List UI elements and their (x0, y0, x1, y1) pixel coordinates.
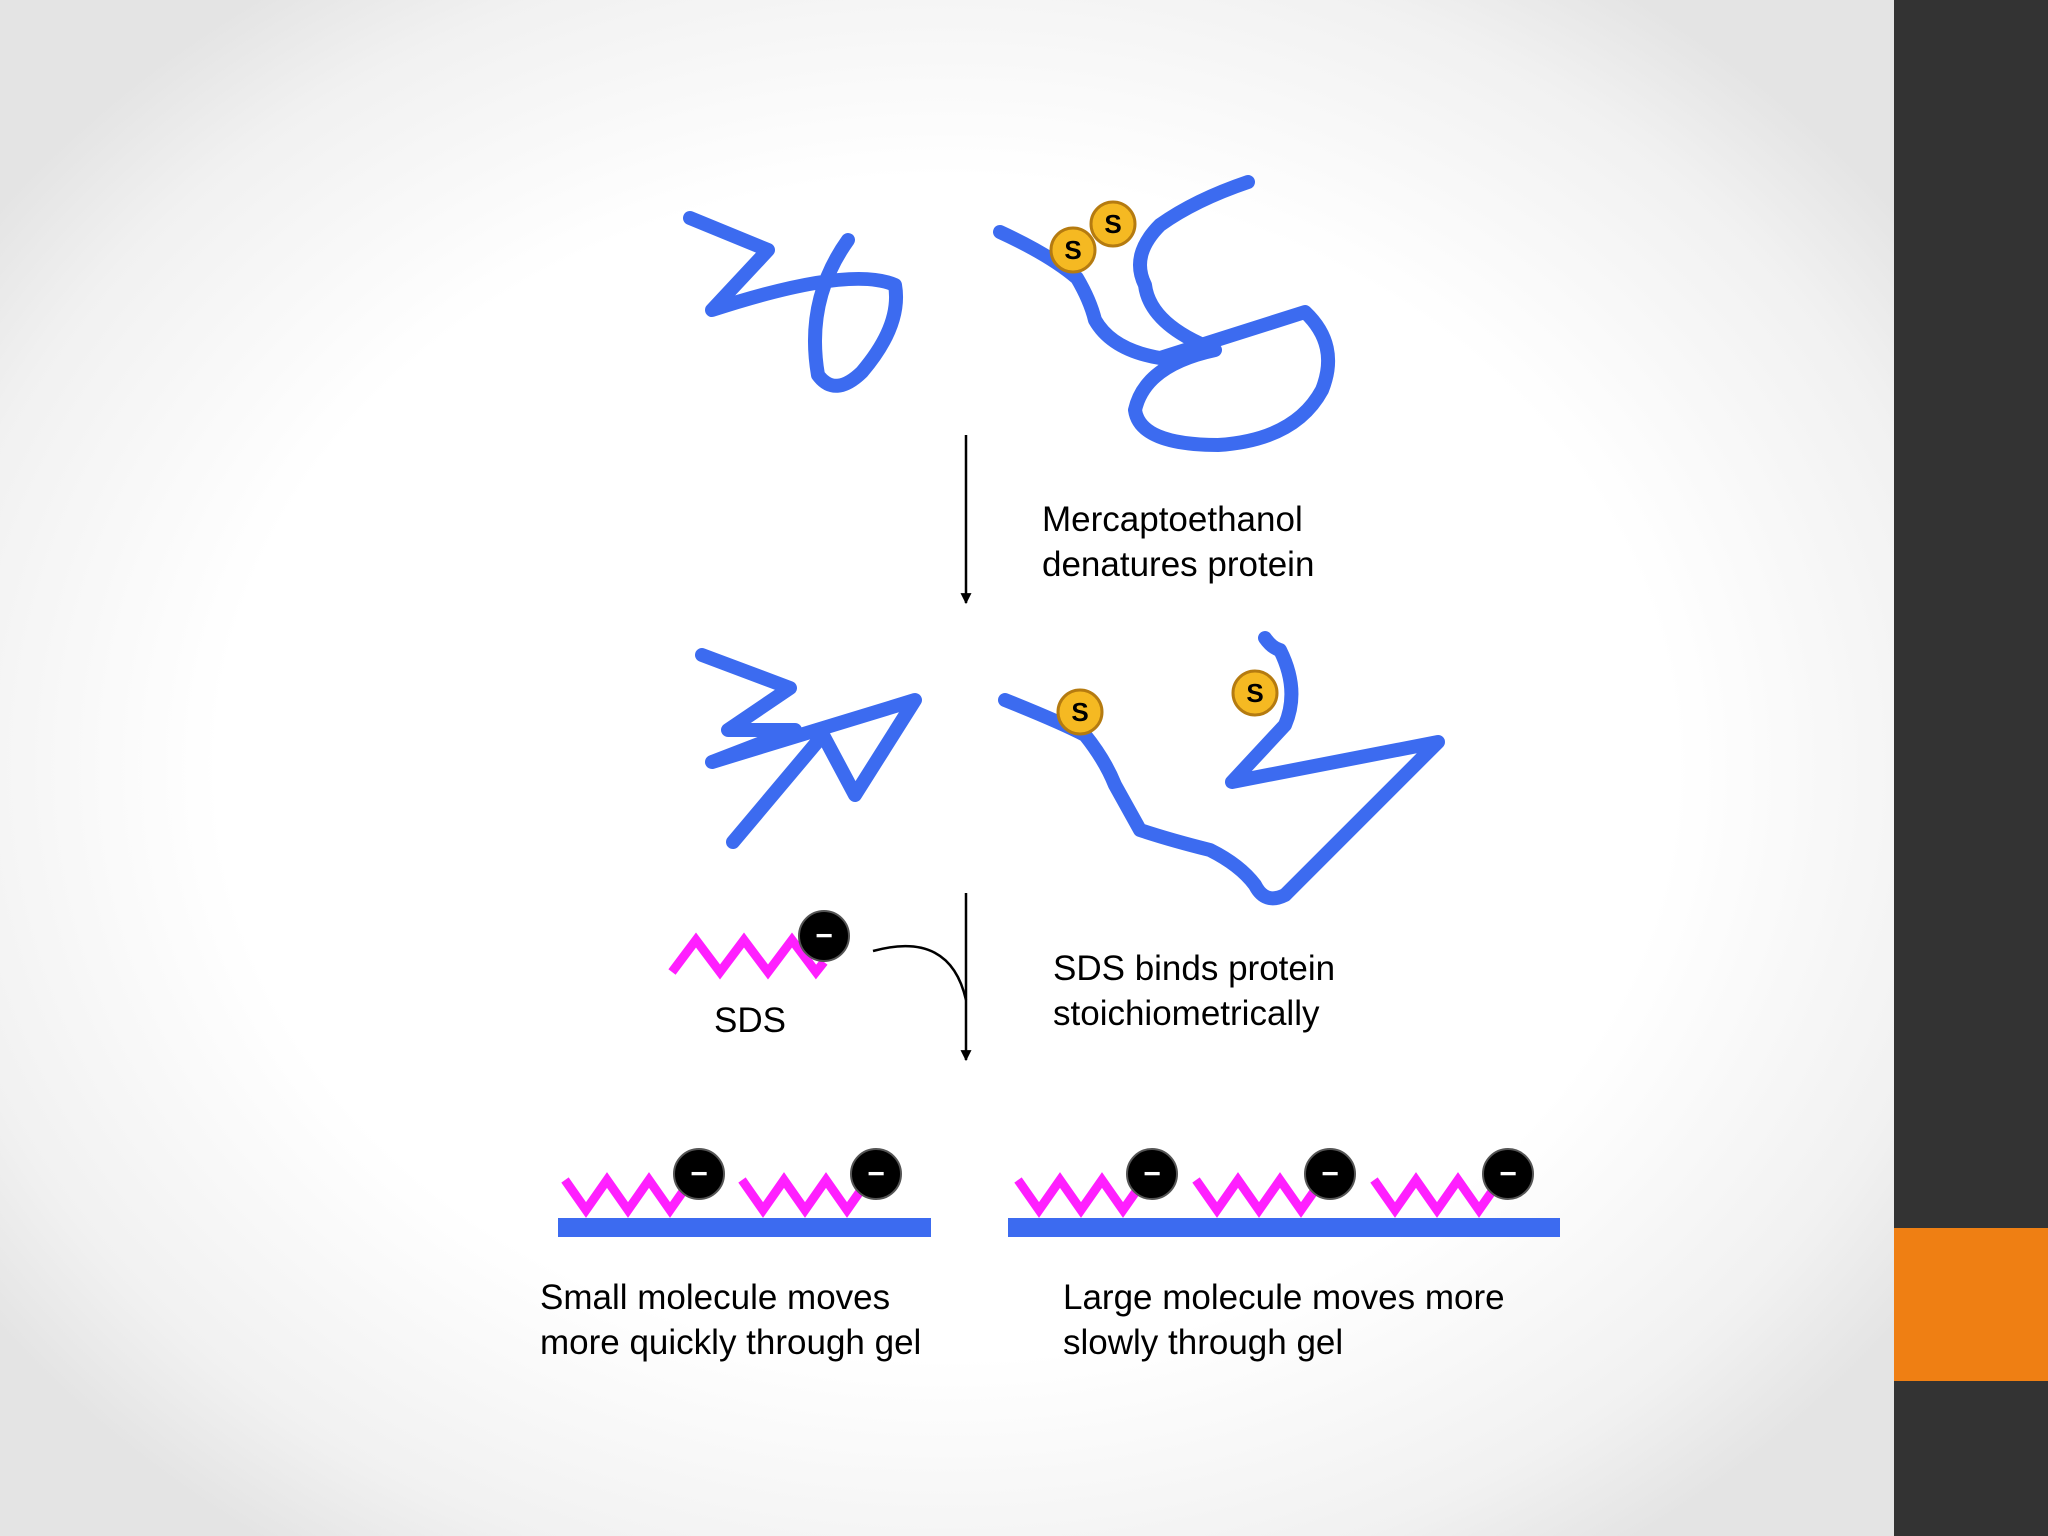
negative-charge-icon: − (1143, 1158, 1161, 1191)
label-line: SDS binds protein (1053, 949, 1336, 988)
sulfur-label: S (1071, 697, 1088, 727)
sulfur-label: S (1064, 235, 1081, 265)
sds-molecule-chain (668, 932, 828, 980)
denatured-protein-left (695, 648, 922, 849)
sds-joining-arrow (872, 944, 968, 1001)
free-sulfur-atom: S (1231, 669, 1279, 717)
label-line: denatures protein (1042, 545, 1315, 584)
small-sds-protein-band (558, 1218, 931, 1237)
label-line: stoichiometrically (1053, 994, 1320, 1033)
label-line: more quickly through gel (540, 1323, 922, 1362)
sds-binds-label: SDS binds protein stoichiometrically (1053, 946, 1335, 1036)
sds-charge: − (798, 910, 850, 962)
negative-charge-icon: − (1321, 1158, 1339, 1191)
folded-protein-right (993, 175, 1336, 452)
bound-sds-chain (1192, 1172, 1326, 1218)
label-line: Large molecule moves more (1063, 1278, 1505, 1317)
disulfide-bond-atom: S (1049, 226, 1097, 274)
slide-background (0, 0, 1894, 1536)
bound-sds-chain (1370, 1172, 1504, 1218)
label-line: Mercaptoethanol (1042, 500, 1303, 539)
small-molecule-caption: Small molecule moves more quickly throug… (540, 1275, 921, 1365)
negative-charge-icon: − (867, 1158, 885, 1191)
negative-charge-icon: − (1499, 1158, 1517, 1191)
denatured-protein-right (998, 631, 1445, 906)
label-line: Small molecule moves (540, 1278, 891, 1317)
bound-sds-chain (1014, 1172, 1148, 1218)
sulfur-label: S (1104, 209, 1121, 239)
bound-sds-chain (738, 1172, 872, 1218)
bound-sds-charge: − (850, 1148, 902, 1200)
folded-protein-left (683, 211, 903, 393)
free-sulfur-atom: S (1056, 688, 1104, 736)
bound-sds-charge: − (1126, 1148, 1178, 1200)
large-sds-protein-band (1008, 1218, 1560, 1237)
label-line: slowly through gel (1063, 1323, 1344, 1362)
negative-charge-icon: − (815, 920, 833, 953)
disulfide-bond-atom: S (1089, 200, 1137, 248)
negative-charge-icon: − (690, 1158, 708, 1191)
large-molecule-caption: Large molecule moves more slowly through… (1063, 1275, 1505, 1365)
bound-sds-charge: − (1304, 1148, 1356, 1200)
side-accent-bar (1894, 1228, 2048, 1381)
bound-sds-charge: − (673, 1148, 725, 1200)
mercaptoethanol-label: Mercaptoethanol denatures protein (1042, 497, 1314, 587)
bound-sds-charge: − (1482, 1148, 1534, 1200)
sds-label: SDS (714, 1001, 786, 1040)
bound-sds-chain (561, 1172, 695, 1218)
sulfur-label: S (1246, 678, 1263, 708)
